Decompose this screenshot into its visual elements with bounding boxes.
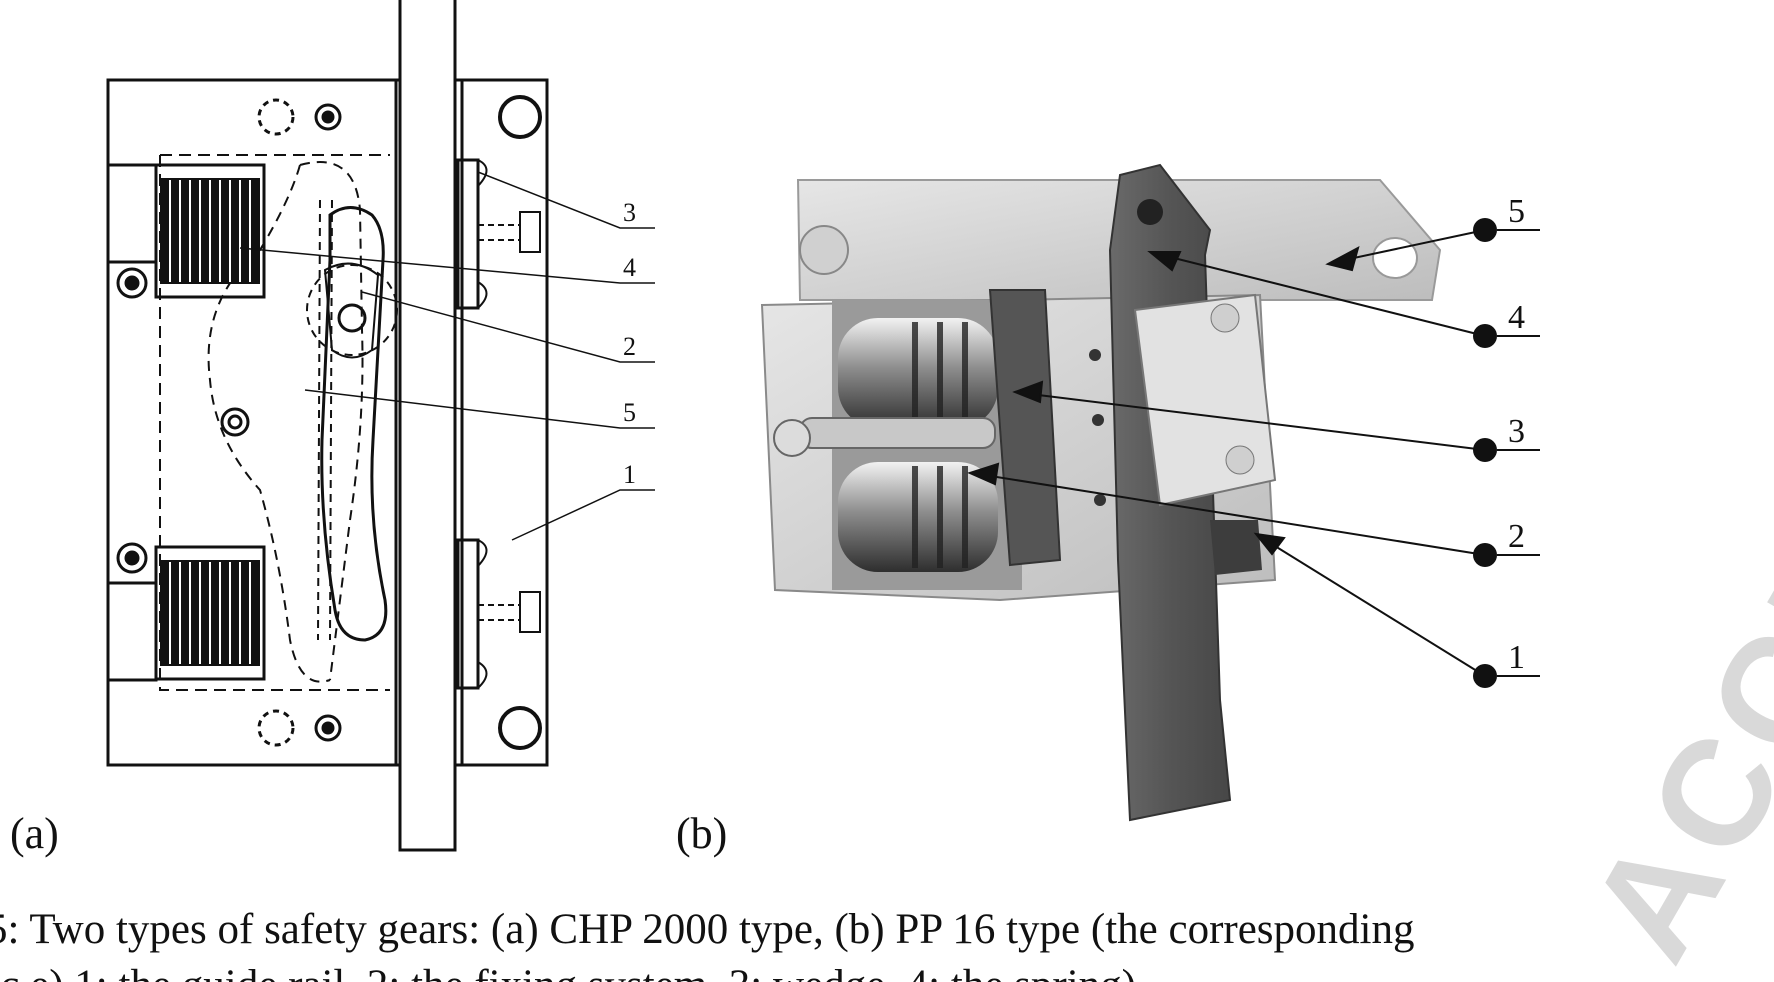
wedge-block xyxy=(988,289,1062,567)
callout-b-4: 4 xyxy=(1508,299,1525,336)
callout-b-1: 1 xyxy=(1508,639,1525,676)
panel-b-photo xyxy=(760,163,1442,822)
body-right xyxy=(460,78,549,767)
watermark: ACCEPTED MANUSCRIPT xyxy=(1556,0,1774,980)
callout-a-5: 5 xyxy=(623,398,636,427)
caption-line-1: 5: Two types of safety gears: (a) CHP 20… xyxy=(0,906,1415,953)
guide-rail xyxy=(398,0,457,852)
spring-block-top xyxy=(106,163,266,299)
spring-block-bottom xyxy=(106,542,266,682)
panel-a-drawing xyxy=(106,0,655,852)
panel-label-b: (b) xyxy=(676,809,728,858)
caption-line-2: (c,e) 1: the guide rail, 2: the fixing s… xyxy=(0,961,1136,982)
panel-label-a: (a) xyxy=(10,809,59,858)
callout-a-3: 3 xyxy=(623,198,636,227)
callout-a-4: 4 xyxy=(623,253,636,282)
callout-a-1: 1 xyxy=(623,460,636,489)
wedge-bottom xyxy=(456,538,541,690)
slotted-lever xyxy=(320,206,388,642)
panel-b-callouts: 5 4 3 2 1 xyxy=(1508,193,1525,676)
callout-b-2: 2 xyxy=(1508,518,1525,555)
callout-b-3: 3 xyxy=(1508,413,1525,450)
panel-b-leaders xyxy=(967,218,1540,688)
wedge-top xyxy=(456,158,541,310)
panel-a-callouts: 3 4 2 5 1 xyxy=(623,198,636,489)
callout-b-5: 5 xyxy=(1508,193,1525,230)
figure-caption: 5: Two types of safety gears: (a) CHP 20… xyxy=(0,905,1774,982)
callout-a-2: 2 xyxy=(623,332,636,361)
watermark-text: ACCEPTED MANUSCRIPT xyxy=(1556,0,1774,980)
